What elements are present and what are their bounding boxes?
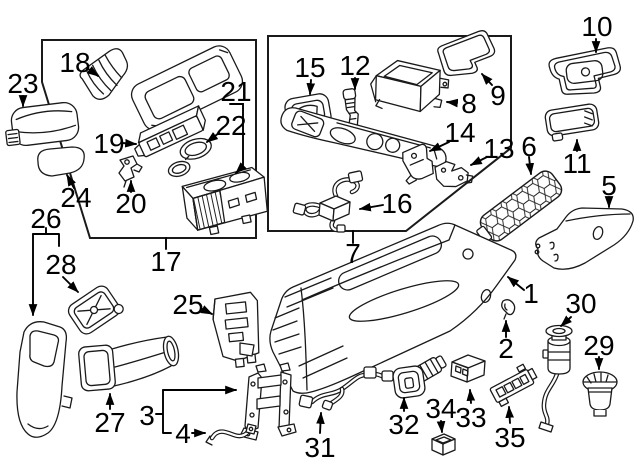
- part-24-armrest-pad: [37, 146, 85, 177]
- callout-35[interactable]: 35: [494, 422, 525, 453]
- part-33-switch-block: [450, 354, 486, 383]
- callout-24[interactable]: 24: [60, 182, 91, 213]
- part-18-trim-cap: [79, 48, 129, 101]
- callout-1[interactable]: 1: [523, 278, 539, 309]
- part-2-clip: [501, 299, 516, 320]
- callout-2[interactable]: 2: [498, 333, 514, 364]
- part-34-blank-switch: [431, 433, 456, 456]
- part-9-seal-gasket: [437, 30, 496, 77]
- callout-10[interactable]: 10: [581, 11, 612, 42]
- callout-14[interactable]: 14: [444, 117, 475, 148]
- part-11-tray-lid: [544, 103, 600, 142]
- callout-15[interactable]: 15: [294, 52, 325, 83]
- callout-8[interactable]: 8: [461, 88, 477, 119]
- part-19-switch-panel: [134, 105, 206, 158]
- part-23-armrest-lid: [5, 101, 80, 147]
- part-30-lighter-socket: [538, 324, 573, 433]
- callout-32[interactable]: 32: [388, 409, 419, 440]
- callout-6[interactable]: 6: [521, 131, 537, 162]
- callout-19[interactable]: 19: [93, 128, 124, 159]
- callout-12[interactable]: 12: [339, 50, 370, 81]
- callout-21[interactable]: 21: [220, 76, 251, 107]
- part-32-power-outlet: [392, 355, 447, 399]
- part-27-air-duct: [78, 335, 180, 392]
- callout-29[interactable]: 29: [583, 330, 614, 361]
- callout-26[interactable]: 26: [30, 203, 61, 234]
- part-31-wiring-harness: [298, 366, 394, 411]
- callout-25[interactable]: 25: [172, 289, 203, 320]
- callout-33[interactable]: 33: [455, 402, 486, 433]
- part-6-mesh-side-panel: [476, 170, 563, 243]
- part-26-rear-cover: [16, 321, 73, 438]
- part-17-upper-trim-panel: [130, 45, 244, 131]
- part-29-lighter-knob: [582, 371, 618, 417]
- part-22-holder-rings: [167, 137, 212, 178]
- callout-23[interactable]: 23: [7, 68, 38, 99]
- callout-11[interactable]: 11: [562, 148, 591, 179]
- part-14-side-bracket: [402, 143, 434, 185]
- part-8-storage-box: [370, 59, 450, 113]
- callout-34[interactable]: 34: [425, 393, 456, 424]
- callout-30[interactable]: 30: [565, 288, 596, 319]
- callout-labels: 1 2 3 4 5 6 7 8 9 10 11 12 13 14 15 16 1…: [7, 11, 616, 463]
- callout-7[interactable]: 7: [345, 238, 361, 269]
- callout-4[interactable]: 4: [175, 418, 191, 449]
- callout-31[interactable]: 31: [304, 432, 335, 463]
- part-3-mounting-bracket: [239, 342, 297, 441]
- part-28-air-vent: [67, 285, 124, 335]
- part-10-rubber-mat: [548, 47, 621, 95]
- part-4-wire-bracket: [205, 423, 257, 446]
- callout-3[interactable]: 3: [139, 400, 155, 431]
- callout-9[interactable]: 9: [490, 80, 506, 111]
- part-1-floor-console-body: [269, 222, 517, 394]
- part-35-switch-assembly: [489, 363, 538, 408]
- part-21-cup-holder: [181, 166, 268, 236]
- part-20-clip-bracket: [118, 155, 143, 188]
- callout-17[interactable]: 17: [150, 246, 181, 277]
- leader-lines: [18, 38, 614, 438]
- part-16-wiring-unit: [292, 170, 364, 233]
- callout-13[interactable]: 13: [483, 133, 514, 164]
- callout-5[interactable]: 5: [601, 170, 617, 201]
- part-13-rear-bracket: [434, 161, 474, 188]
- callout-28[interactable]: 28: [45, 249, 76, 280]
- callout-27[interactable]: 27: [94, 407, 125, 438]
- callout-20[interactable]: 20: [115, 188, 146, 219]
- callout-22[interactable]: 22: [215, 110, 246, 141]
- part-25-side-bracket-plate: [212, 291, 260, 368]
- callout-18[interactable]: 18: [59, 47, 90, 78]
- callout-16[interactable]: 16: [381, 188, 412, 219]
- part-5-side-cover-panel: [534, 207, 634, 270]
